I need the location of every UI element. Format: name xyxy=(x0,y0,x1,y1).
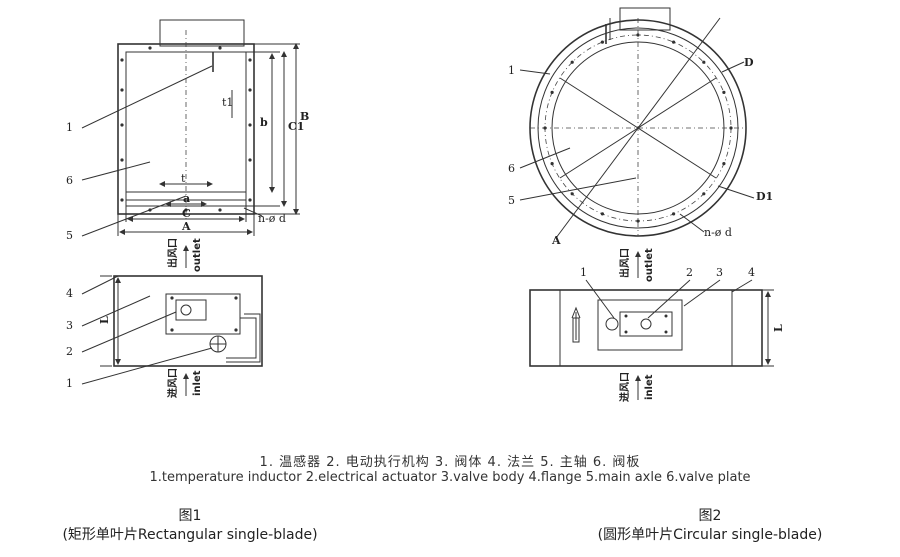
legend-english: 1.temperature inductor 2.electrical actu… xyxy=(149,470,751,485)
bolt-hole xyxy=(550,90,554,94)
dim-D: D xyxy=(744,56,754,69)
outlet-en-1: outlet xyxy=(192,238,203,272)
callout-6-plate: 6 xyxy=(66,174,73,187)
dim-t: t xyxy=(181,172,186,185)
callout-5-axle-2: 5 xyxy=(508,194,515,207)
callout-1-sensor-2: 1 xyxy=(508,64,515,77)
figure2-side-view: L 1 2 3 4 xyxy=(529,266,785,367)
dim-A: A xyxy=(181,220,191,233)
bolt-hole xyxy=(722,90,726,94)
flow-arrow-icon xyxy=(571,306,581,340)
figure1-airflow: 出风口 outlet 进风口 inlet xyxy=(166,238,203,398)
inlet-en-1: inlet xyxy=(192,370,203,396)
figure2-front-view: D D1 A n-ø d 1 6 5 xyxy=(508,7,773,247)
dim-A-2: A xyxy=(551,234,561,247)
callout-2-actuator-2: 2 xyxy=(686,266,693,279)
callout-6-plate-2: 6 xyxy=(508,162,515,175)
bolt-hole xyxy=(702,192,706,196)
legend-chinese: 1. 温感器 2. 电动执行机构 3. 阀体 4. 法兰 5. 主轴 6. 阀板 xyxy=(259,455,641,470)
bolt-hole xyxy=(550,162,554,166)
figure1-side-view: L 4 3 2 1 xyxy=(66,275,263,390)
temperature-inductor-2 xyxy=(605,317,619,331)
dim-a: a xyxy=(183,192,190,205)
bolt-hole xyxy=(702,60,706,64)
outlet-zh-2: 出风口 xyxy=(618,248,631,278)
figure1-number: 图1 xyxy=(178,508,202,524)
outlet-en-2: outlet xyxy=(644,248,655,282)
bolt-hole xyxy=(600,40,605,44)
valve-body-2 xyxy=(529,289,763,367)
callout-1-sensor: 1 xyxy=(66,121,73,134)
bolt-holes xyxy=(120,46,252,212)
bolt-hole xyxy=(672,40,676,44)
figure1-caption: (矩形单叶片Rectangular single-blade) xyxy=(62,527,318,543)
inlet-zh-2: 进风口 xyxy=(618,372,631,402)
bolt-hole xyxy=(729,126,733,130)
figure2-caption: (圆形单叶片Circular single-blade) xyxy=(597,527,823,543)
figure2-caption-block: 图2 (圆形单叶片Circular single-blade) xyxy=(540,507,880,545)
bolt-hole xyxy=(722,162,726,166)
figure2-airflow: 出风口 outlet 进风口 inlet xyxy=(618,248,655,402)
dim-L-2: L xyxy=(772,324,785,332)
bolt-hole xyxy=(600,212,605,216)
dim-B: B xyxy=(300,110,309,123)
dim-L-1: L xyxy=(98,316,111,324)
inlet-en-2: inlet xyxy=(644,374,655,400)
figure1-caption-block: 图1 (矩形单叶片Rectangular single-blade) xyxy=(20,507,360,545)
bolt-spec: n-ø d xyxy=(258,212,286,225)
bolt-holes-2 xyxy=(543,33,733,223)
dim-t1: t1 xyxy=(222,96,233,109)
bolt-hole xyxy=(570,192,574,196)
bolt-hole xyxy=(543,126,547,130)
actuator-module-2 xyxy=(619,311,673,337)
callout-4-flange-2: 4 xyxy=(748,266,755,279)
figure2-number: 图2 xyxy=(698,508,722,524)
inlet-zh-1: 进风口 xyxy=(166,368,179,398)
bolt-hole xyxy=(672,212,676,216)
callout-2-actuator: 2 xyxy=(66,345,73,358)
actuator-box-2 xyxy=(619,7,671,31)
actuator-plate xyxy=(165,293,241,335)
callout-3-body: 3 xyxy=(66,319,73,332)
bolt-spec-2: n-ø d xyxy=(704,226,732,239)
dim-b: b xyxy=(260,116,268,129)
outlet-zh-1: 出风口 xyxy=(166,238,179,268)
dim-C: C xyxy=(182,207,191,220)
actuator-box xyxy=(159,19,245,47)
callout-5-axle: 5 xyxy=(66,229,73,242)
actuator-module xyxy=(175,299,207,321)
callout-1-inductor: 1 xyxy=(66,377,73,390)
bolt-hole xyxy=(636,219,640,223)
figure1-front-view: b C1 B t1 t a C A n-ø d 1 6 5 xyxy=(66,19,309,242)
bolt-hole xyxy=(636,33,640,37)
dim-D1: D1 xyxy=(756,190,773,203)
actuator-plate-2 xyxy=(597,299,683,351)
callout-4-flange: 4 xyxy=(66,287,73,300)
callout-3-body-2: 3 xyxy=(716,266,723,279)
bolt-hole xyxy=(570,60,574,64)
dim-c1: C1 xyxy=(288,120,304,133)
callout-1-inductor-2: 1 xyxy=(580,266,587,279)
